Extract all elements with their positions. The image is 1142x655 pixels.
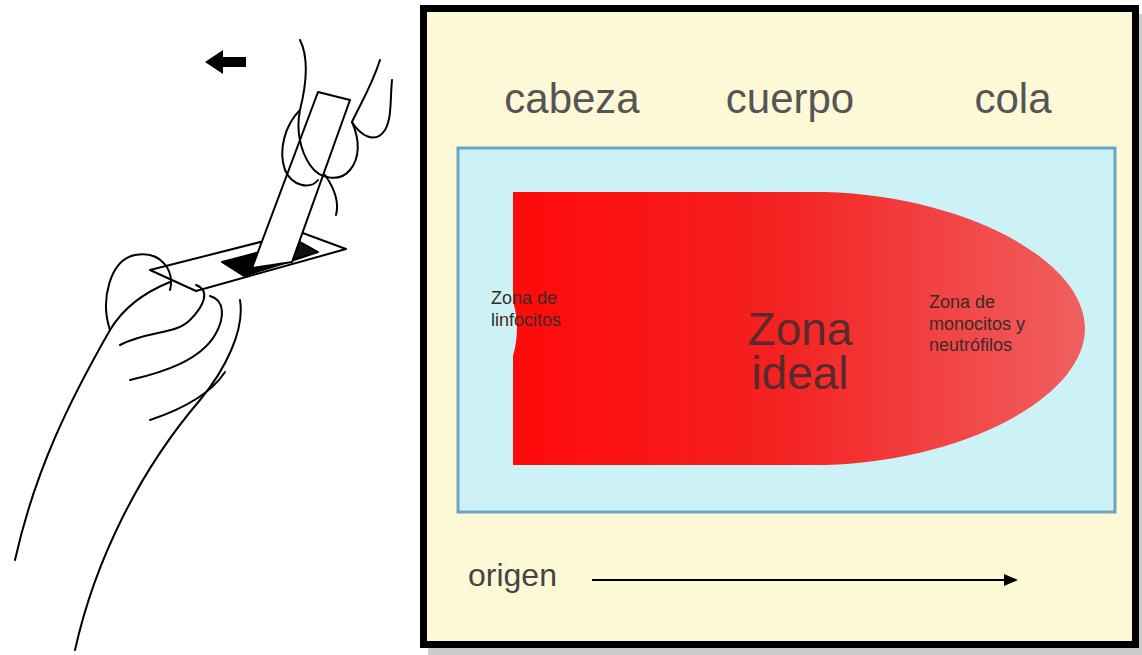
left-finger	[120, 285, 204, 345]
region-label: cola	[913, 75, 1113, 123]
region-label: cuerpo	[690, 75, 890, 123]
smear-shape	[513, 192, 1085, 465]
origin-arrowhead	[1004, 574, 1018, 586]
zone-label: Zona ideal	[725, 308, 875, 395]
left-finger	[150, 372, 225, 420]
spreader-slide	[252, 92, 350, 268]
right-hand	[298, 40, 380, 178]
direction-arrow	[205, 50, 246, 74]
left-finger	[130, 296, 222, 380]
region-label: cabeza	[472, 75, 672, 123]
left-hand	[75, 300, 241, 650]
axis-label: origen	[468, 557, 588, 594]
right-thumb	[282, 110, 318, 185]
smear-diagram-panel: cabeza cuerpo cola origen Zona de linfocitos…	[420, 5, 1140, 650]
zone-label: Zona de linfocitos	[491, 288, 589, 331]
left-thumb	[106, 254, 171, 330]
panel-frame	[424, 9, 1136, 645]
right-finger	[325, 175, 337, 215]
hands-illustration	[15, 40, 392, 650]
right-finger	[352, 80, 392, 138]
origin-arrow-line	[592, 579, 1006, 581]
microscope-slide	[458, 148, 1115, 512]
zone-label: Zona de monocitos y neutrófilos	[929, 292, 1041, 357]
blood-smear: Zona de linfocitosZona idealZona de mono…	[513, 192, 1085, 465]
glass-slide	[150, 232, 346, 291]
left-hand	[15, 282, 170, 560]
